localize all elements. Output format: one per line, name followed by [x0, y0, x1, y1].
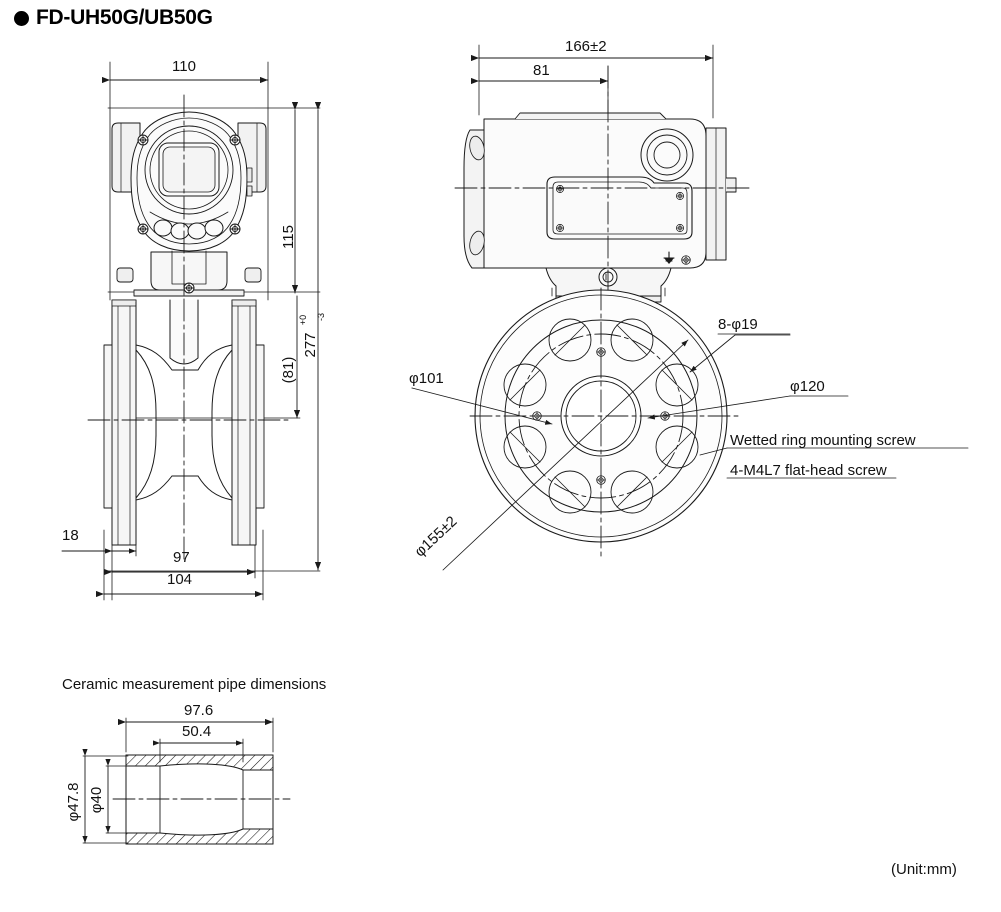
flow-body-front	[103, 299, 265, 546]
page-title-row: FD-UH50G/UB50G	[14, 6, 213, 30]
wetted-ring-leader	[699, 447, 969, 456]
dim-97-label: 97	[173, 549, 190, 566]
transmitter-housing-side	[463, 112, 737, 303]
ceramic-pipe-view-group	[82, 717, 291, 845]
dim-277-tol-upper: +0	[298, 315, 308, 325]
dim-155-leader	[442, 339, 689, 571]
pipe-section	[112, 754, 291, 845]
ground-symbol-icon	[663, 251, 675, 264]
dim-166-label: 166±2	[565, 38, 607, 55]
front-view-group	[61, 61, 322, 601]
filled-circle-bullet-icon	[14, 10, 29, 26]
dim-110-label: 110	[172, 58, 196, 75]
dim-277-tol-lower: -3	[316, 313, 326, 321]
note-wetted-ring-mounting-screw: Wetted ring mounting screw	[730, 432, 916, 449]
dim-phi-40-label: φ40	[88, 787, 105, 813]
dim-97-6-label: 97.6	[184, 702, 214, 719]
flange-face-view-group	[411, 287, 969, 571]
unit-note: (Unit:mm)	[891, 861, 957, 878]
side-view-group	[454, 44, 751, 319]
dim-104-label: 104	[167, 571, 193, 588]
ceramic-pipe-section-title: Ceramic measurement pipe dimensions	[62, 676, 327, 693]
bolt-holes	[503, 318, 699, 514]
dim-81-front-label: (81)	[280, 357, 297, 384]
dim-50-4-label: 50.4	[182, 723, 212, 740]
note-flat-head-screw: 4-M4L7 flat-head screw	[730, 462, 887, 479]
dim-81-side-label: 81	[533, 62, 550, 79]
page-title: FD-UH50G/UB50G	[36, 6, 213, 29]
dim-120-leader	[647, 395, 791, 420]
dim-115-label: 115	[280, 225, 297, 249]
dim-19-leader	[689, 334, 791, 373]
dim-phi-120-label: φ120	[790, 378, 825, 395]
dim-101-leader	[411, 387, 553, 425]
dim-phi-47-8-label: φ47.8	[65, 783, 82, 822]
transmitter-housing-front	[111, 111, 267, 297]
dim-8-phi-19-label: 8-φ19	[718, 316, 758, 333]
dim-18-label: 18	[62, 527, 79, 544]
dim-phi-101-label: φ101	[409, 370, 444, 387]
dim-155-label: φ155±2	[411, 513, 460, 560]
dim-277-label: 277	[302, 332, 319, 357]
